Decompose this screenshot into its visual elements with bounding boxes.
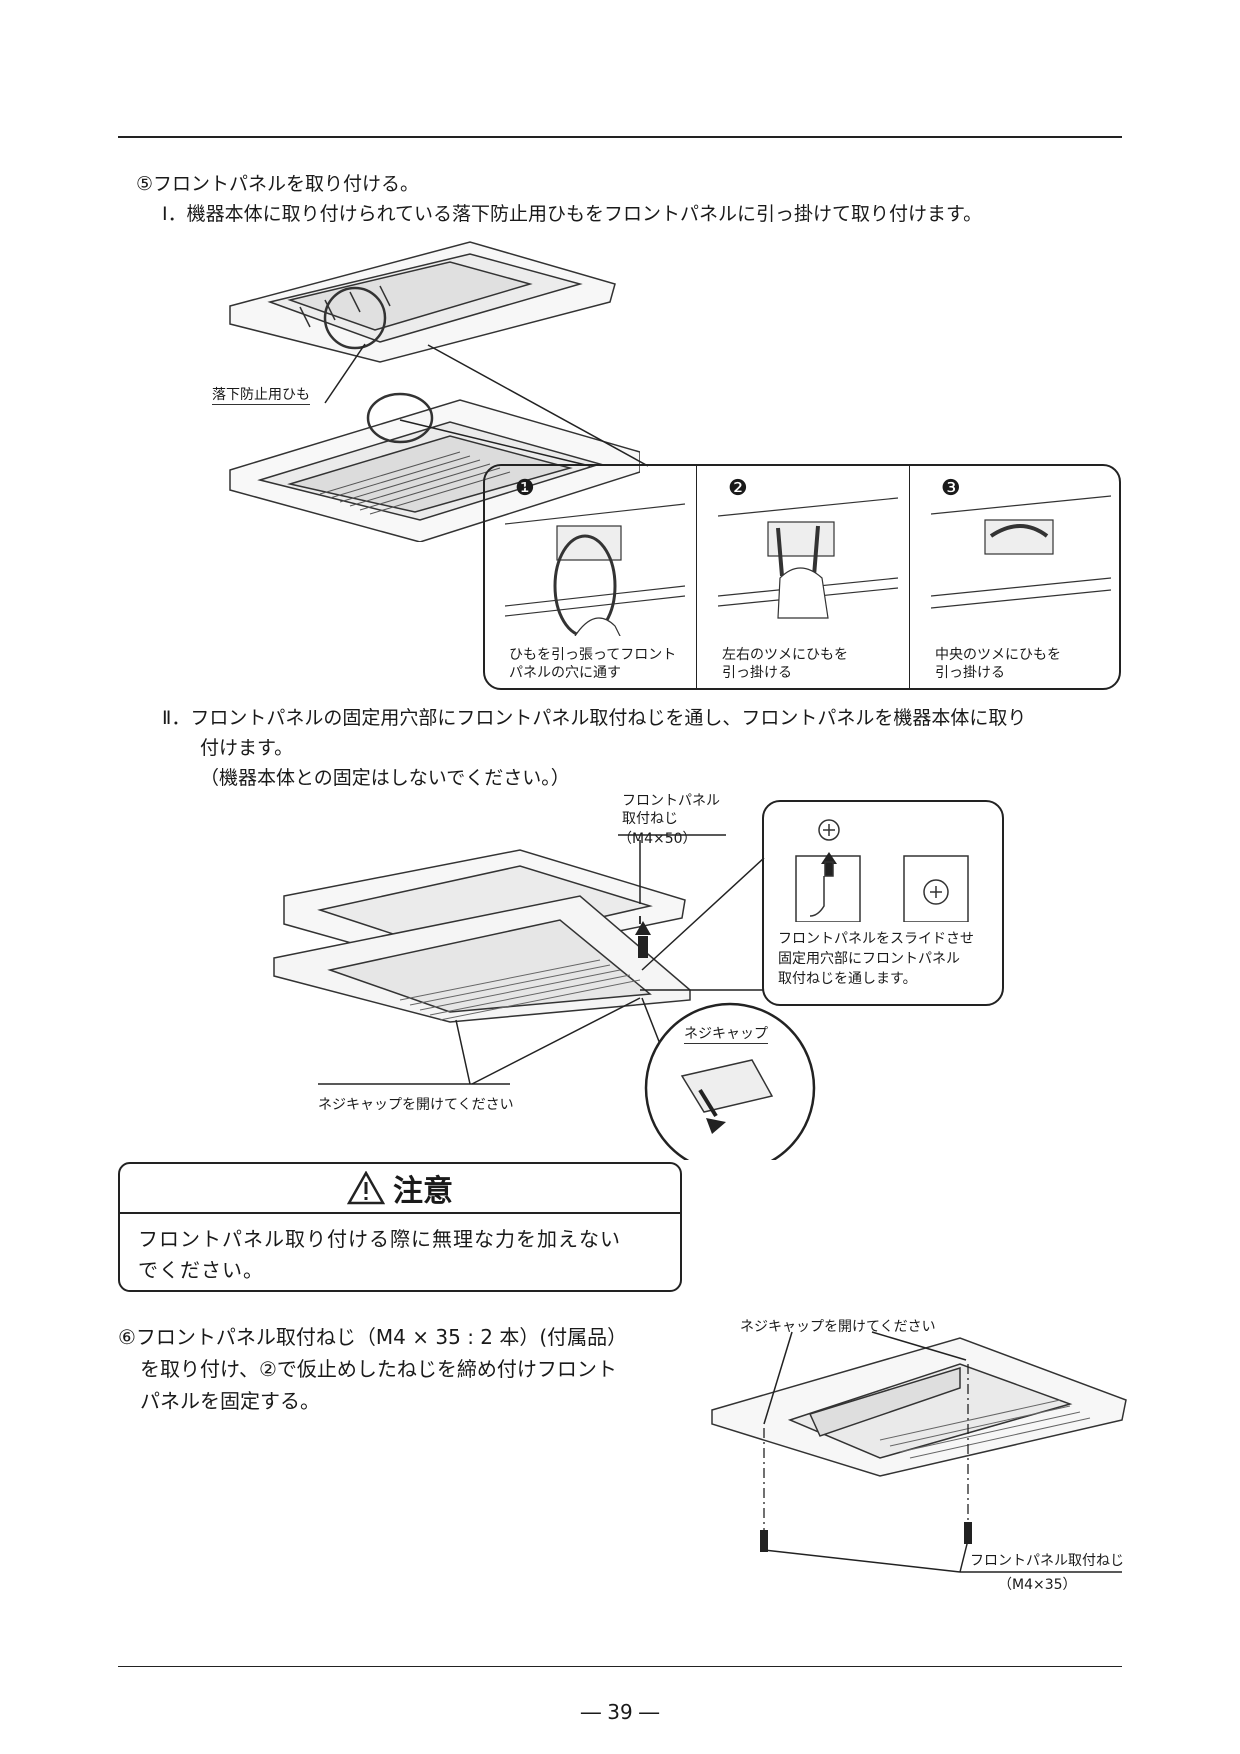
step2-caption-line2: 引っ掛ける <box>722 665 792 681</box>
step3-caption-line2: 引っ掛ける <box>935 665 1005 681</box>
step5-heading: ⑤フロントパネルを取り付ける。 <box>136 173 420 195</box>
caution-body: フロントパネル取り付ける際に無理な力を加えない でください。 <box>138 1224 668 1286</box>
detail-text-line3: 取付ねじを通します。 <box>778 971 917 987</box>
step-panel-1: ❶ ひもを引っ張ってフロント パネルの穴に通す <box>485 466 696 688</box>
caution-header: 注意 <box>120 1164 680 1214</box>
step1-caption-line2: パネルの穴に通す <box>509 665 621 681</box>
step5-sub2-note: （機器本体との固定はしないでください。） <box>200 767 570 789</box>
caution-body-line2: でください。 <box>138 1258 264 1282</box>
string-through-hole-icon <box>505 503 685 636</box>
caution-title: 注意 <box>393 1174 453 1209</box>
step2-caption-line1: 左右のツメにひもを <box>722 647 848 663</box>
step-number-1: ❶ <box>515 476 535 501</box>
page-number: ― 39 ― <box>580 1700 660 1724</box>
step-panel-3: ❸ 中央のツメにひもを 引っ掛ける <box>911 466 1119 688</box>
step-number-3: ❸ <box>941 476 961 501</box>
leader-lines-1 <box>324 343 649 467</box>
screw-slot-detail-box: フロントパネルをスライドさせ 固定用穴部にフロントパネル 取付ねじを通します。 <box>762 800 1004 1006</box>
step6-screw-label: フロントパネル取付ねじ <box>970 1553 1124 1569</box>
step6-cap-open-instruction: ネジキャップを開けてください <box>740 1319 936 1335</box>
cap-label: ネジキャップ <box>684 1025 768 1045</box>
label-fall-prevention-string: 落下防止用ひも <box>212 386 310 406</box>
step1-caption-line1: ひもを引っ張ってフロント <box>509 647 677 663</box>
caution-box: 注意 フロントパネル取り付ける際に無理な力を加えない でください。 <box>118 1162 682 1292</box>
step-panel-2: ❷ 左右のツメにひもを 引っ掛ける <box>698 466 909 688</box>
step6-line3: パネルを固定する。 <box>140 1389 320 1413</box>
step6-screw-spec: （M4×35） <box>998 1577 1077 1593</box>
step6-line1: ⑥フロントパネル取付ねじ（M4 × 35 : 2 本）(付属品） <box>118 1325 628 1349</box>
detail-text-line2: 固定用穴部にフロントパネル <box>778 951 960 967</box>
string-on-center-hook-icon <box>931 495 1111 609</box>
string-steps-box: ❶ ひもを引っ張ってフロント パネルの穴に通す ❷ 左右のツメにひもを 引っ掛け… <box>483 464 1121 690</box>
detail-text-line1: フロントパネルをスライドさせ <box>778 931 974 947</box>
unit-and-panel-illustration <box>229 241 640 542</box>
caution-body-line1: フロントパネル取り付ける際に無理な力を加えない <box>138 1227 621 1251</box>
step-number-2: ❷ <box>728 476 748 501</box>
cap-open-instruction: ネジキャップを開けてください <box>318 1097 514 1113</box>
step5-sub2-line1: Ⅱ．フロントパネルの固定用穴部にフロントパネル取付ねじを通し、フロントパネルを機… <box>162 707 1027 729</box>
step3-caption-line1: 中央のツメにひもを <box>935 647 1061 663</box>
screw-label-line1: フロントパネル <box>622 793 720 809</box>
header-rule <box>118 136 1122 138</box>
warning-icon <box>347 1171 385 1205</box>
step6-line2: を取り付け、②で仮止めしたねじを締め付けフロント <box>140 1357 617 1381</box>
step5-sub2-line2: 付けます。 <box>200 737 294 759</box>
panel-fix-illustration <box>711 1331 1127 1573</box>
screw-label-line2: 取付ねじ <box>622 811 678 827</box>
footer-rule <box>118 1666 1122 1667</box>
panel-mount-illustration <box>273 834 816 1160</box>
step5-sub1: Ⅰ．機器本体に取り付けられている落下防止用ひもをフロントパネルに引っ掛けて取り付… <box>162 203 983 225</box>
screw-slot-icons <box>795 819 969 922</box>
string-on-side-hooks-icon <box>718 497 898 619</box>
